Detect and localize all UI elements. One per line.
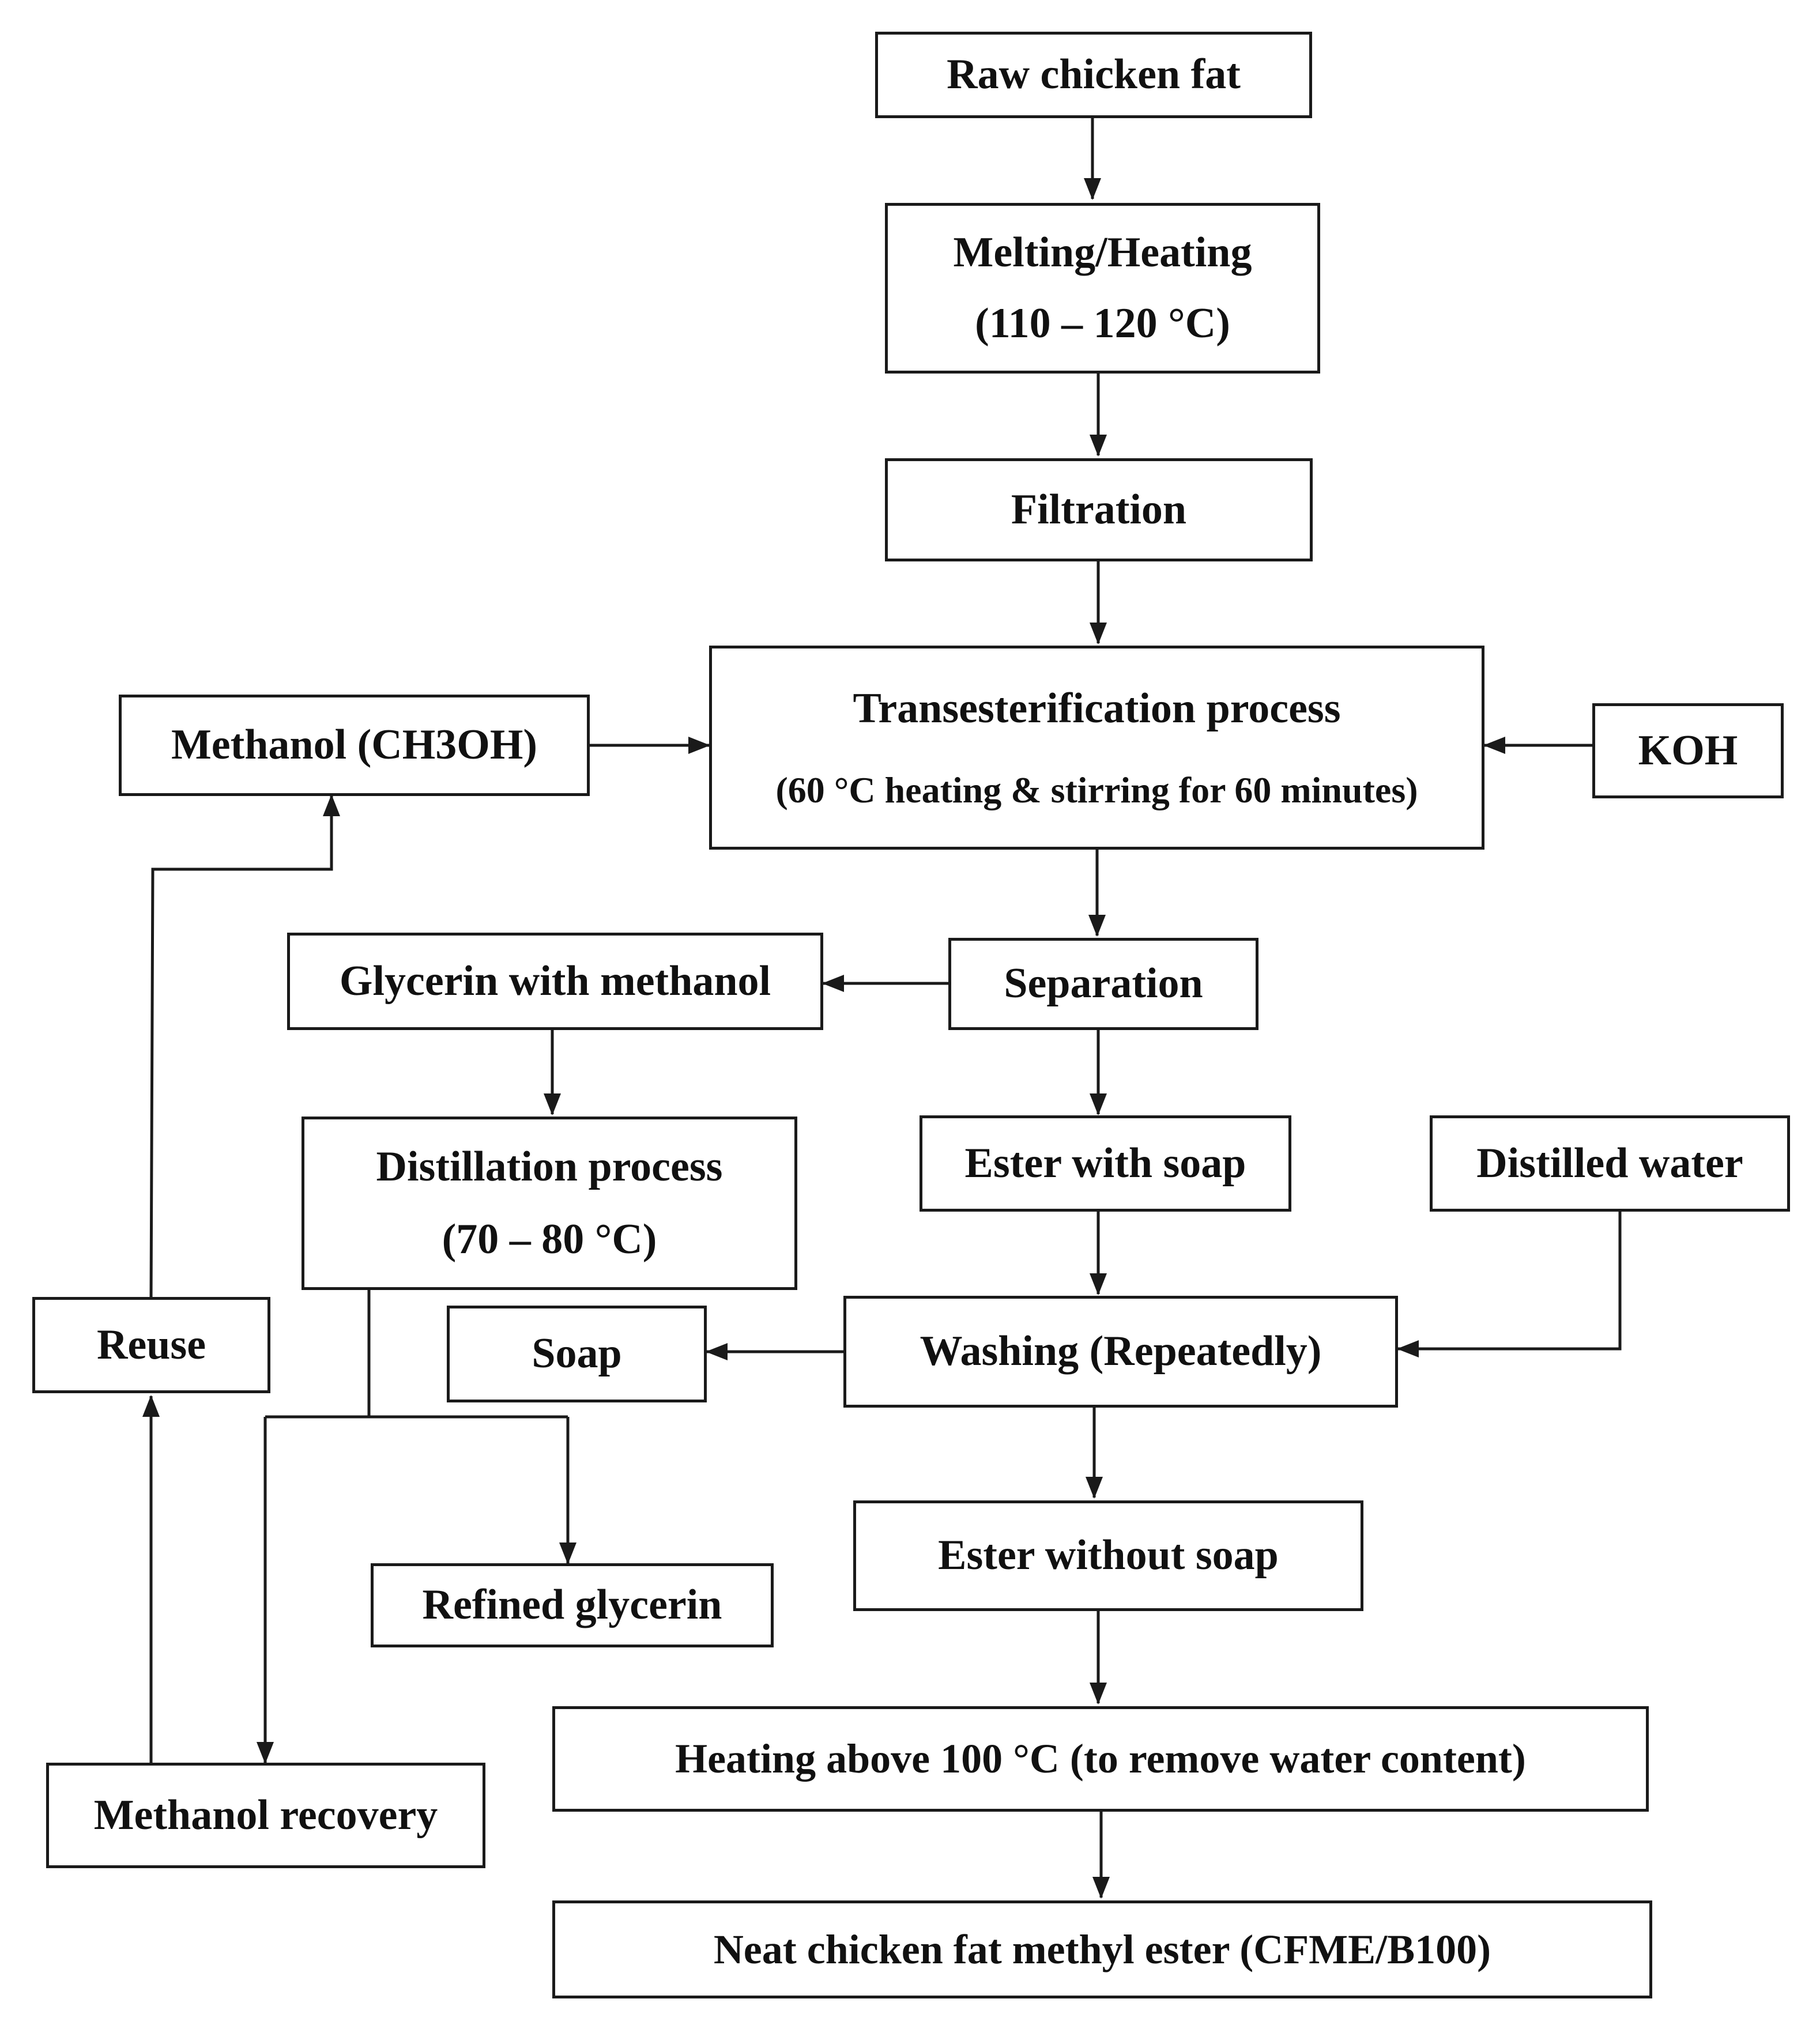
node-washing-label: Washing (Repeatedly) xyxy=(920,1327,1322,1375)
node-reuse: Reuse xyxy=(32,1297,270,1393)
node-distillation-process-label: Distillation process xyxy=(376,1143,723,1191)
node-soap: Soap xyxy=(447,1306,707,1402)
node-filtration: Filtration xyxy=(885,458,1313,561)
node-glycerin-with-methanol-label: Glycerin with methanol xyxy=(339,957,771,1005)
node-ester-with-soap-label: Ester with soap xyxy=(964,1139,1246,1187)
node-heating-above-100-label: Heating above 100 °C (to remove water co… xyxy=(675,1736,1526,1782)
node-distillation-process: Distillation process (70 – 80 °C) xyxy=(302,1117,797,1290)
node-cfme-b100-label: Neat chicken fat methyl ester (CFME/B100… xyxy=(713,1926,1491,1973)
node-refined-glycerin-label: Refined glycerin xyxy=(422,1581,722,1629)
node-koh-label: KOH xyxy=(1638,726,1738,774)
node-melting-heating-label: Melting/Heating xyxy=(953,228,1252,276)
node-methanol-label: Methanol (CH3OH) xyxy=(171,721,538,769)
arrow-reuse-to-methanol xyxy=(149,794,340,1300)
node-melting-heating-temp: (110 – 120 °C) xyxy=(975,300,1230,348)
node-washing: Washing (Repeatedly) xyxy=(843,1296,1398,1408)
node-ester-without-soap-label: Ester without soap xyxy=(938,1532,1279,1579)
node-cfme-b100: Neat chicken fat methyl ester (CFME/B100… xyxy=(552,1900,1652,1998)
node-filtration-label: Filtration xyxy=(1011,485,1187,533)
arrow-distilled-water-to-washing xyxy=(1397,1212,1622,1357)
node-distilled-water-label: Distilled water xyxy=(1476,1139,1743,1187)
node-koh: KOH xyxy=(1592,703,1784,798)
node-separation-label: Separation xyxy=(1004,960,1203,1008)
node-transesterification-label: Transesterification process xyxy=(853,684,1341,732)
node-distillation-process-temp: (70 – 80 °C) xyxy=(442,1215,657,1263)
node-distilled-water: Distilled water xyxy=(1430,1115,1790,1212)
node-ester-without-soap: Ester without soap xyxy=(853,1500,1363,1611)
node-raw-chicken-fat: Raw chicken fat xyxy=(875,32,1312,118)
node-methanol-recovery: Methanol recovery xyxy=(46,1763,485,1868)
node-transesterification: Transesterification process (60 °C heati… xyxy=(709,646,1484,850)
node-ester-with-soap: Ester with soap xyxy=(920,1115,1291,1212)
node-glycerin-with-methanol: Glycerin with methanol xyxy=(287,933,823,1030)
node-methanol-recovery-label: Methanol recovery xyxy=(93,1791,438,1839)
node-separation: Separation xyxy=(948,938,1258,1030)
node-melting-heating: Melting/Heating (110 – 120 °C) xyxy=(885,203,1320,374)
node-methanol: Methanol (CH3OH) xyxy=(119,695,590,796)
node-raw-chicken-fat-label: Raw chicken fat xyxy=(947,51,1241,99)
node-transesterification-conditions: (60 °C heating & stirring for 60 minutes… xyxy=(775,769,1418,810)
node-soap-label: Soap xyxy=(532,1330,622,1378)
node-heating-above-100: Heating above 100 °C (to remove water co… xyxy=(552,1706,1649,1812)
node-reuse-label: Reuse xyxy=(96,1321,206,1368)
node-refined-glycerin: Refined glycerin xyxy=(371,1563,774,1647)
